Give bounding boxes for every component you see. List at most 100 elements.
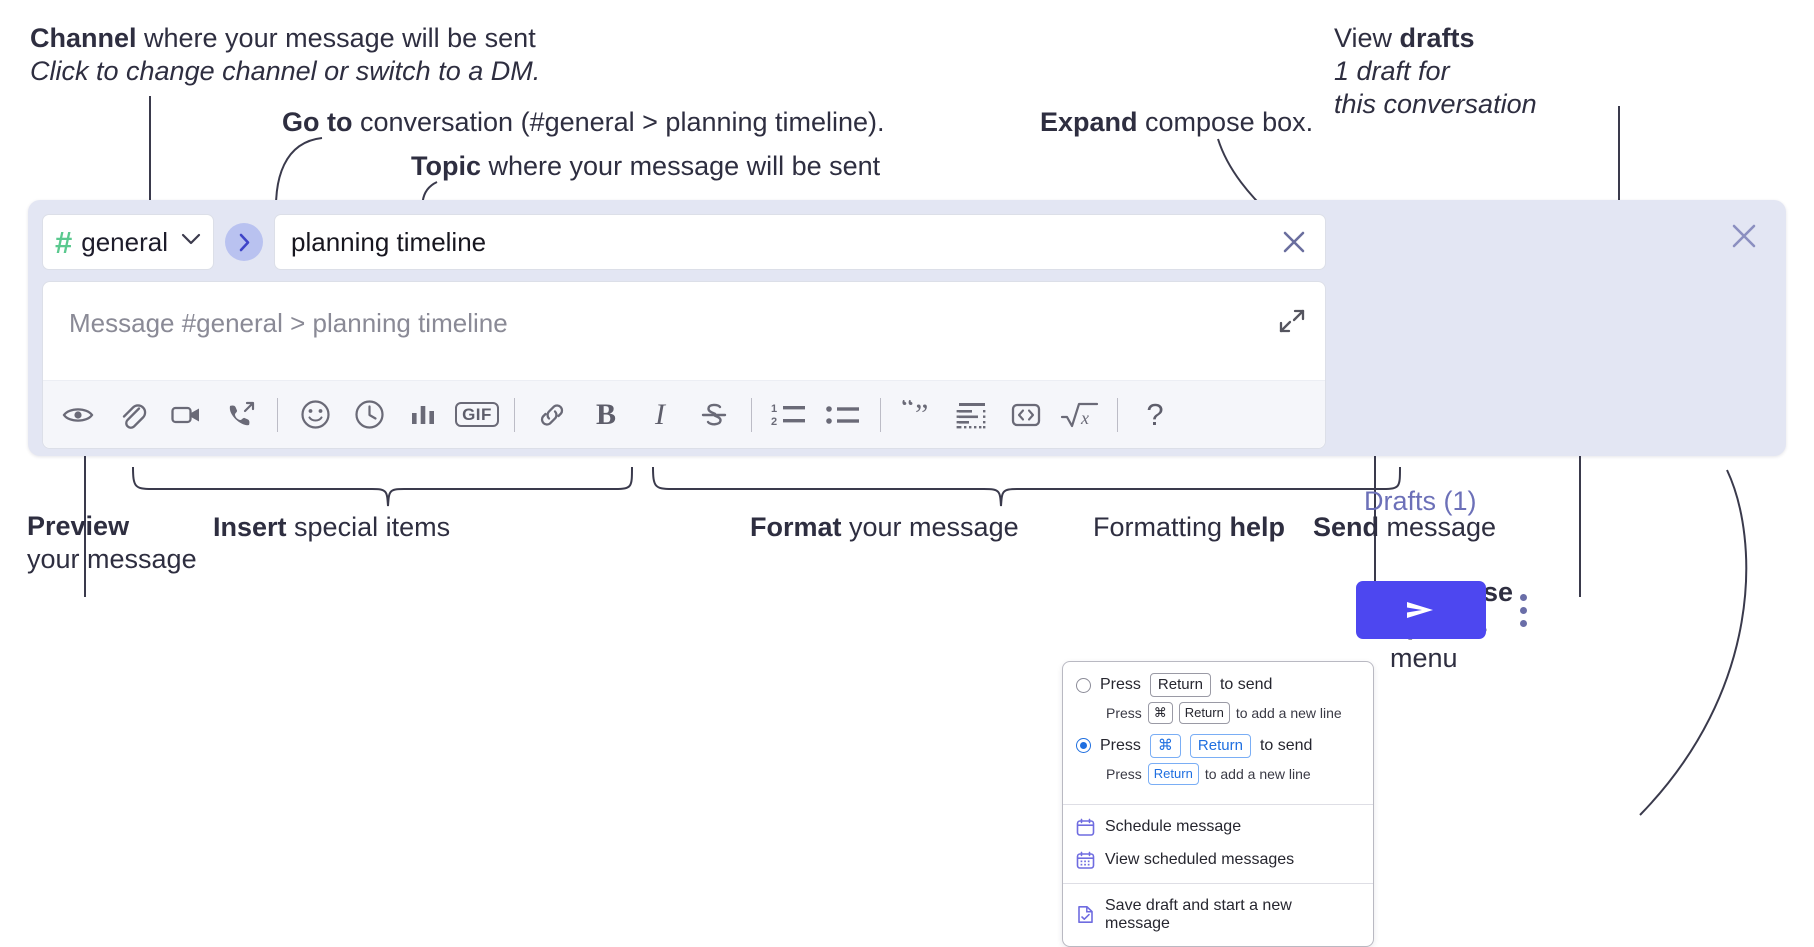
annotation-preview-bold: Preview	[27, 511, 130, 541]
bold-icon[interactable]: B	[583, 392, 629, 438]
annotation-topic: Topic where your message will be sent	[411, 150, 880, 183]
poll-bar-chart-icon[interactable]	[400, 392, 446, 438]
draft-save-icon	[1076, 905, 1095, 924]
radio-cmd-return[interactable]	[1076, 738, 1091, 754]
svg-text:2: 2	[771, 416, 777, 428]
radio-return[interactable]	[1076, 677, 1091, 693]
key-return: Return	[1149, 673, 1211, 698]
math-icon[interactable]: x	[1057, 392, 1103, 438]
annotation-drafts: View drafts 1 draft for this conversatio…	[1334, 22, 1537, 121]
italic-label: I	[655, 397, 665, 431]
schedule-clock-icon[interactable]	[346, 392, 392, 438]
calendar-schedule-icon	[1076, 818, 1095, 837]
annotation-drafts-bold: drafts	[1399, 23, 1475, 53]
gif-label: GIF	[455, 402, 499, 427]
topic-input[interactable]: planning timeline	[274, 214, 1326, 270]
svg-text:“: “	[901, 400, 914, 424]
compose-options-menu: Press Return to send Press ⌘ Return to a…	[1062, 661, 1374, 947]
call-huddle-icon[interactable]	[217, 392, 263, 438]
bold-label: B	[595, 397, 616, 431]
key-return: Return	[1189, 733, 1251, 759]
annotation-format: Format your message	[750, 511, 1019, 544]
topic-value: planning timeline	[291, 226, 487, 257]
menu-item-label: Schedule message	[1105, 818, 1242, 836]
annotation-channel-bold: Channel	[30, 23, 137, 53]
annotation-insert-bold: Insert	[213, 512, 287, 542]
message-placeholder: Message #general > planning timeline	[69, 308, 508, 338]
preview-eye-icon[interactable]	[55, 392, 101, 438]
key-return: Return	[1178, 702, 1230, 724]
annotation-drafts-plain: View	[1334, 23, 1400, 53]
formatting-toolbar: GIF B I 1	[43, 380, 1325, 448]
strikethrough-icon[interactable]	[691, 392, 737, 438]
annotation-format-bold: Format	[750, 512, 842, 542]
bulleted-list-icon[interactable]	[820, 392, 866, 438]
menu-item-view-scheduled[interactable]: View scheduled messages	[1063, 844, 1373, 877]
annotation-help-bold: help	[1229, 512, 1286, 542]
link-icon[interactable]	[529, 392, 575, 438]
expand-compose-icon[interactable]	[1275, 304, 1309, 338]
key-command: ⌘	[1147, 702, 1173, 724]
compose-header-row: # general planning timeline	[42, 214, 1326, 270]
svg-text:x: x	[1080, 408, 1089, 428]
annotation-expand: Expand compose box.	[1040, 106, 1313, 139]
key-return: Return	[1147, 763, 1199, 785]
sub-action-label: to add a new line	[1204, 765, 1311, 782]
annotation-insert-rest: special items	[286, 512, 451, 542]
formatting-help-icon[interactable]: ?	[1132, 392, 1178, 438]
annotation-format-rest: your message	[841, 512, 1019, 542]
menu-item-label: View scheduled messages	[1105, 851, 1295, 869]
gif-icon[interactable]: GIF	[454, 392, 500, 438]
close-icon[interactable]	[1726, 218, 1762, 254]
attach-paperclip-icon[interactable]	[109, 392, 155, 438]
channel-name-label: general	[81, 226, 168, 257]
menu-item-schedule-message[interactable]: Schedule message	[1063, 811, 1373, 844]
draft-group: Save draft and start a new message	[1063, 884, 1373, 946]
message-input-area[interactable]: Message #general > planning timeline	[42, 281, 1326, 449]
video-camera-icon[interactable]	[163, 392, 209, 438]
menu-item-label: Save draft and start a new message	[1105, 896, 1292, 932]
compose-options-menu-button[interactable]	[1508, 585, 1538, 635]
annotation-topic-bold: Topic	[411, 151, 481, 181]
italic-icon[interactable]: I	[637, 392, 683, 438]
toolbar-divider-4	[880, 397, 881, 432]
annotation-channel-italic: Click to change channel or switch to a D…	[30, 55, 541, 86]
calendar-list-icon	[1076, 851, 1095, 870]
sub-action-label: to add a new line	[1235, 705, 1342, 722]
hash-icon: #	[55, 224, 73, 260]
code-block-icon[interactable]	[949, 392, 995, 438]
annotation-send-bold: Send	[1313, 512, 1380, 542]
schedule-group: Schedule message View scheduled messages	[1063, 805, 1373, 883]
menu-divider	[1063, 803, 1373, 805]
send-option-return[interactable]: Press Return to send	[1076, 673, 1360, 698]
close-icon[interactable]	[1277, 225, 1311, 259]
send-preference-section: Press Return to send Press ⌘ Return to a…	[1063, 662, 1373, 804]
inline-code-icon[interactable]	[1003, 392, 1049, 438]
channel-selector[interactable]: # general	[42, 214, 214, 270]
blockquote-icon[interactable]: “”	[895, 392, 941, 438]
send-button[interactable]	[1356, 581, 1486, 639]
go-to-conversation-button[interactable]	[225, 223, 263, 261]
send-option-return-press: Press	[1100, 676, 1141, 694]
svg-text:”: ”	[915, 400, 928, 430]
emoji-icon[interactable]	[292, 392, 338, 438]
drafts-link[interactable]: Drafts (1)	[1364, 486, 1477, 516]
toolbar-divider-3	[751, 397, 752, 432]
key-command: ⌘	[1149, 733, 1181, 759]
menu-item-save-draft[interactable]: Save draft and start a new message	[1063, 890, 1373, 940]
annotation-send: Send message	[1313, 511, 1496, 544]
sub-press-label: Press	[1106, 765, 1142, 782]
compose-main-column: # general planning timeline Message #gen…	[42, 214, 1326, 449]
kebab-dot	[1519, 606, 1527, 614]
menu-divider	[1063, 882, 1373, 884]
annotation-goto: Go to conversation (#general > planning …	[282, 106, 885, 139]
help-label: ?	[1146, 396, 1164, 432]
toolbar-divider-2	[514, 397, 515, 432]
annotation-topic-rest: where your message will be sent	[481, 151, 881, 181]
chevron-right-icon	[239, 233, 249, 251]
annotation-compose-options-rest: menu	[1390, 642, 1458, 673]
annotation-channel: Channel where your message will be sent …	[30, 22, 540, 88]
send-option-cmd-return[interactable]: Press ⌘ Return to send	[1076, 733, 1360, 759]
